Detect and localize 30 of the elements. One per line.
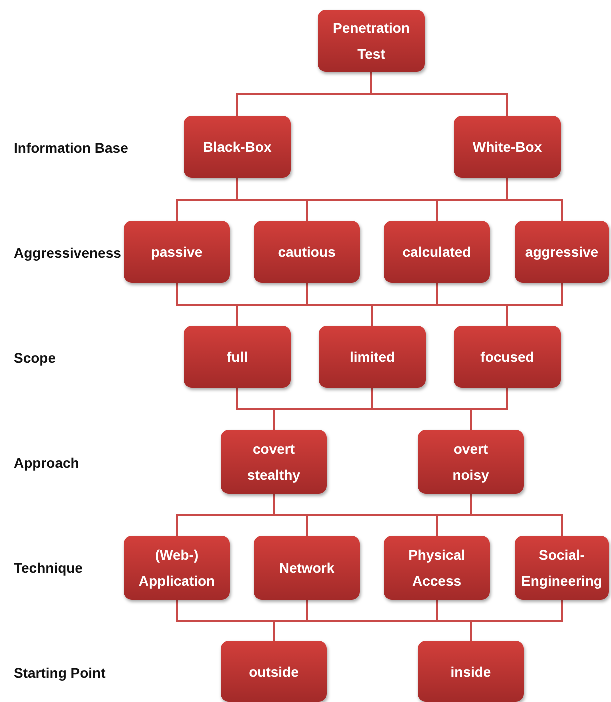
- connector-line: [470, 494, 563, 536]
- category-box: Black-Box: [184, 116, 291, 178]
- row-label: Starting Point: [14, 665, 106, 681]
- category-box: aggressive: [515, 221, 609, 283]
- category-box: White-Box: [454, 116, 561, 178]
- category-box: Physical Access: [384, 536, 490, 600]
- row-label: Information Base: [14, 140, 128, 156]
- category-box: focused: [454, 326, 561, 388]
- connector-line: [470, 388, 508, 430]
- category-box: Penetration Test: [318, 10, 425, 72]
- connector-line: [506, 283, 563, 326]
- category-box: Network: [254, 536, 360, 600]
- row-label: Aggressiveness: [14, 245, 122, 261]
- row-label: Approach: [14, 455, 80, 471]
- connector-line: [370, 72, 508, 116]
- row-label: Technique: [14, 560, 83, 576]
- category-box: outside: [221, 641, 327, 702]
- category-box: covert stealthy: [221, 430, 327, 494]
- category-box: cautious: [254, 221, 360, 283]
- connector-line: [470, 600, 563, 641]
- row-label: Scope: [14, 350, 56, 366]
- category-box: inside: [418, 641, 524, 702]
- category-box: calculated: [384, 221, 490, 283]
- category-box: full: [184, 326, 291, 388]
- category-box: overt noisy: [418, 430, 524, 494]
- connector-line: [506, 178, 563, 221]
- category-box: passive: [124, 221, 230, 283]
- category-box: Social-Engineering: [515, 536, 609, 600]
- category-box: (Web-) Application: [124, 536, 230, 600]
- category-box: limited: [319, 326, 426, 388]
